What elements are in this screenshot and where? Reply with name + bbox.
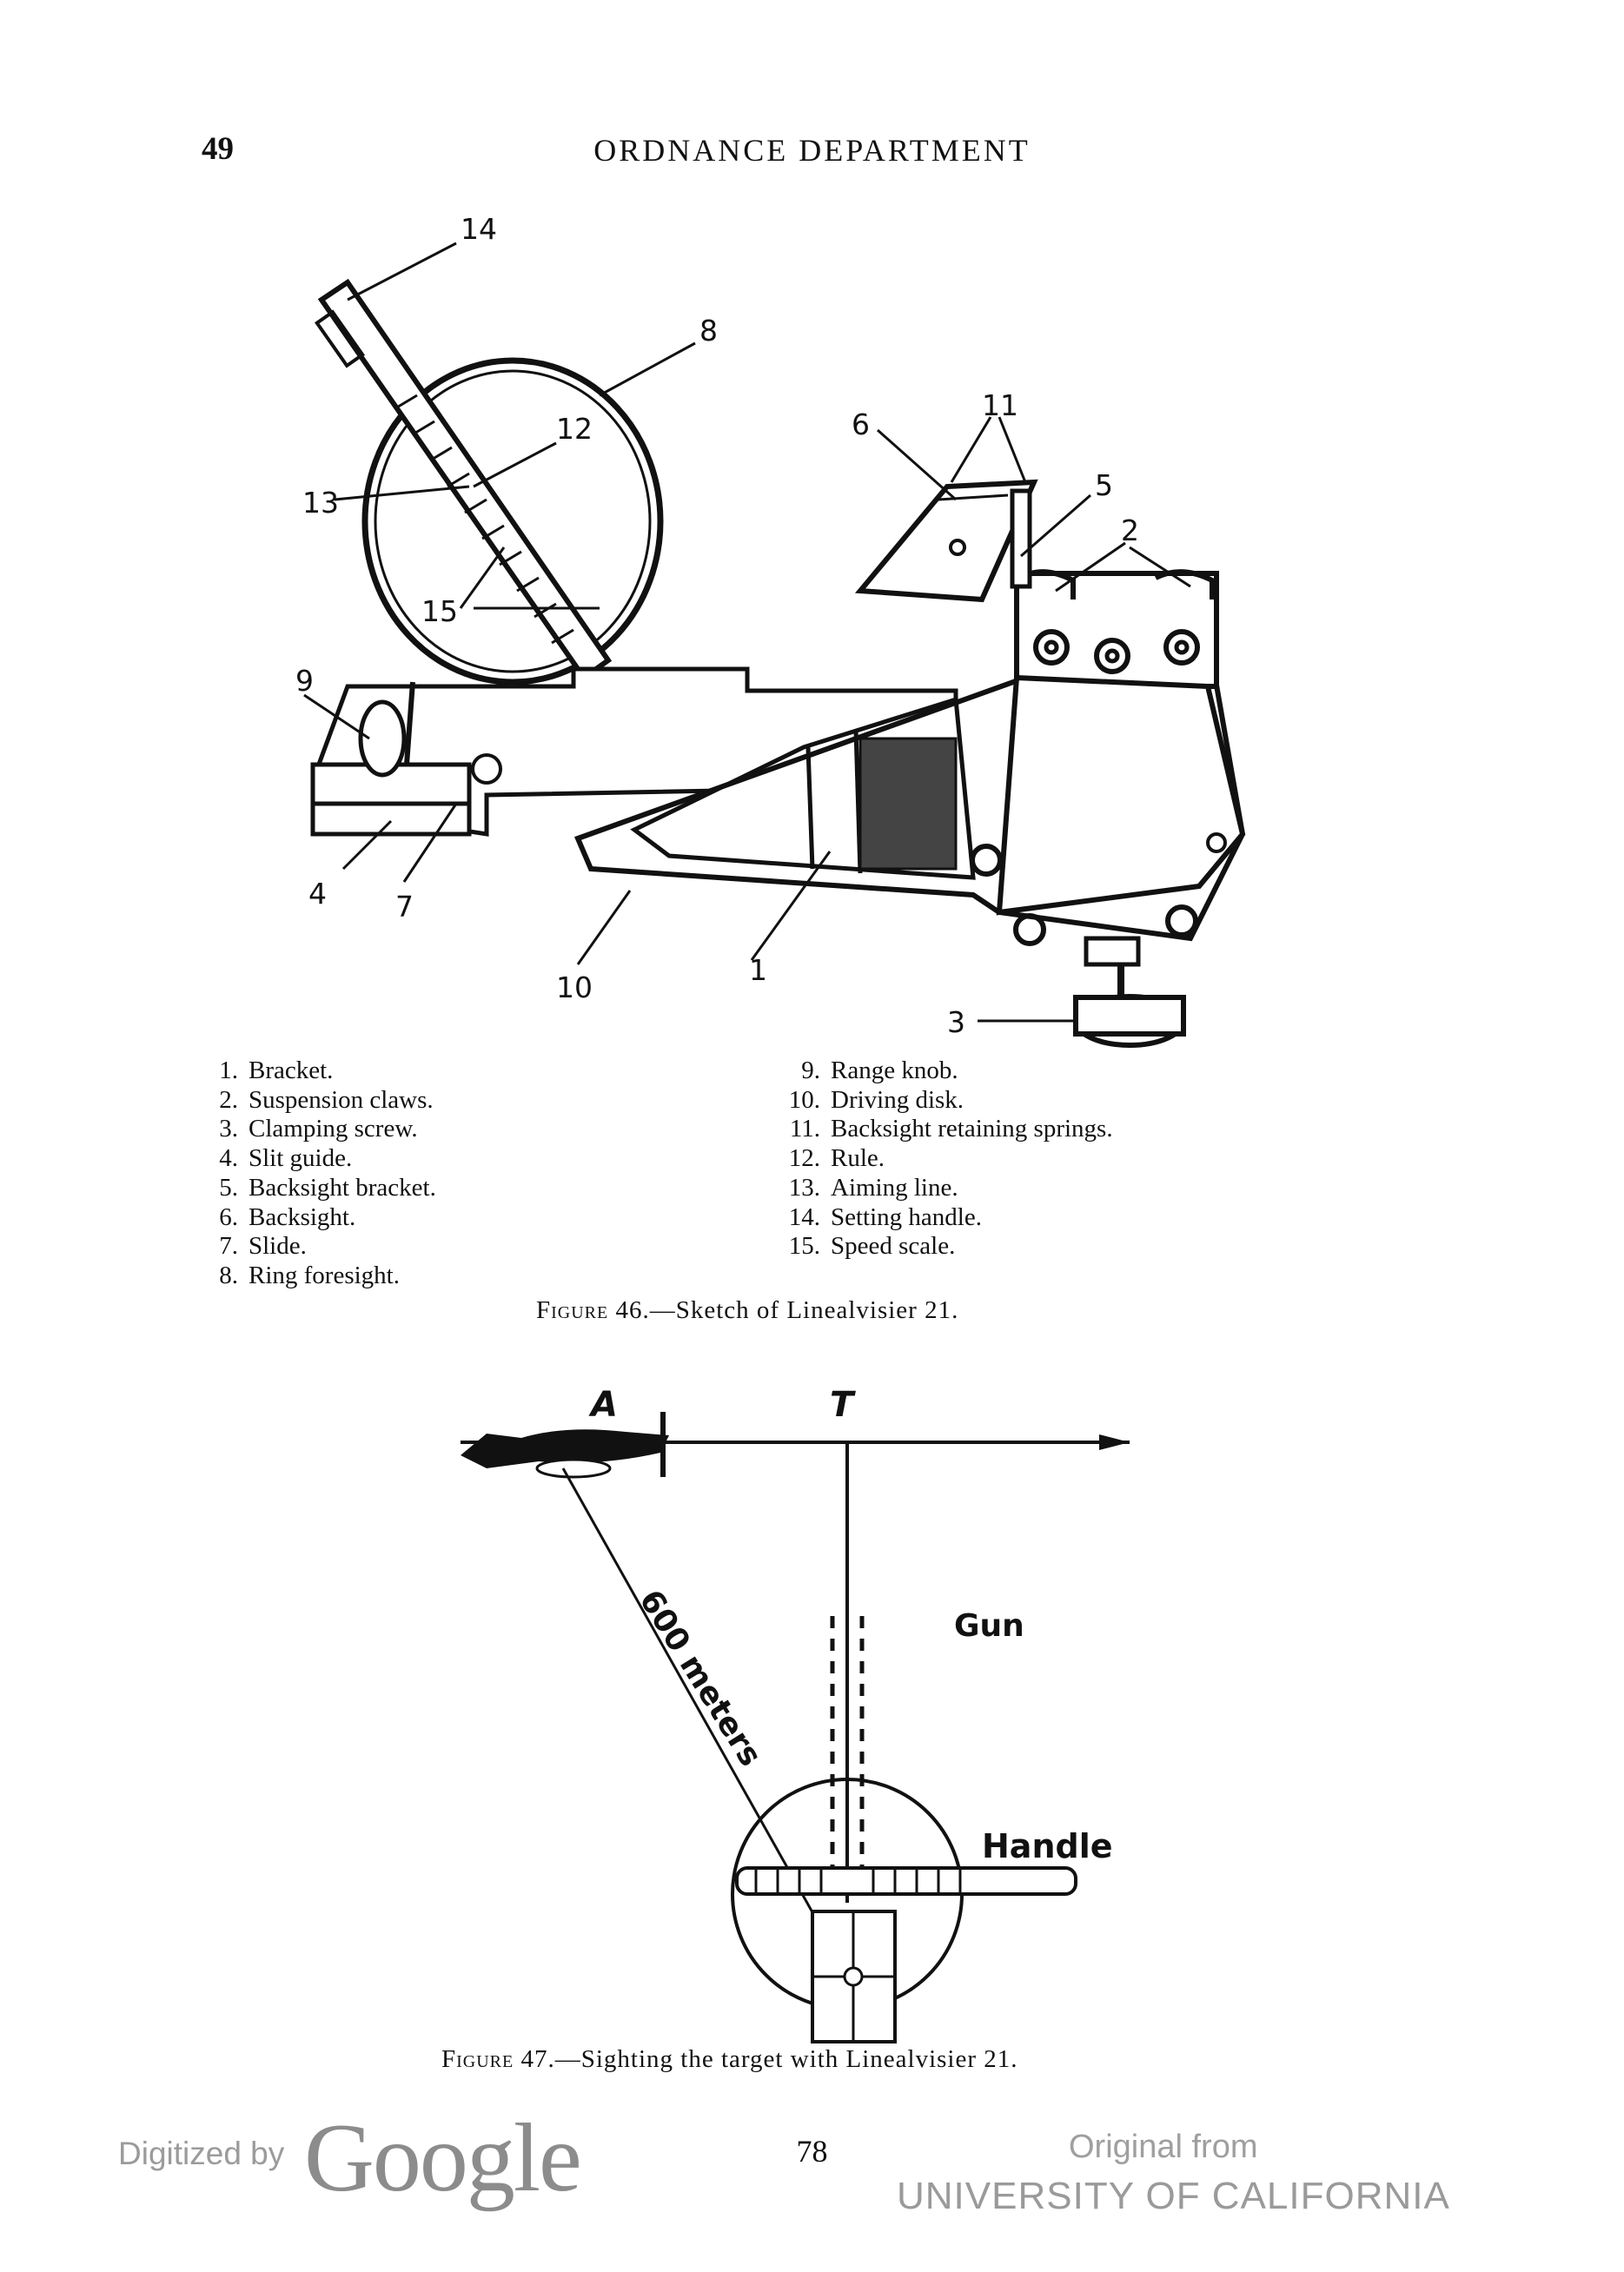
list-item: 1.Bracket. xyxy=(219,1057,334,1084)
setting-handle xyxy=(317,278,613,682)
figure-47-labels: A T 600 meters Gun Handle xyxy=(588,1385,1113,1865)
label-a: A xyxy=(588,1385,618,1425)
figure-46-caption: Figure 46.—Sketch of Linealvisier 21. xyxy=(536,1296,959,1324)
list-item: 9.Range knob. xyxy=(801,1057,958,1084)
list-item: 6.Backsight. xyxy=(219,1202,356,1231)
callout-7: 7 xyxy=(395,890,414,924)
list-item: 14.Setting handle. xyxy=(788,1202,982,1231)
callout-11: 11 xyxy=(982,388,1018,422)
callout-9: 9 xyxy=(295,664,314,698)
aircraft-silhouette xyxy=(461,1429,669,1468)
original-from-text: Original from xyxy=(1069,2129,1258,2165)
list-item: 15.Speed scale. xyxy=(788,1232,956,1261)
callout-10: 10 xyxy=(556,970,593,1004)
handle-bar xyxy=(735,1866,1077,1896)
university-text: UNIVERSITY OF CALIFORNIA xyxy=(897,2175,1450,2217)
list-item: 7.Slide. xyxy=(219,1232,307,1261)
callout-6: 6 xyxy=(852,407,870,441)
parts-list-left: 1.Bracket. 2.Suspension claws. 3.Clampin… xyxy=(200,1057,436,1291)
callout-2: 2 xyxy=(1121,513,1139,547)
figure-46-callouts: 14 8 12 13 15 6 11 5 2 9 4 7 10 1 3 xyxy=(295,212,1139,1039)
callout-4: 4 xyxy=(308,877,327,911)
label-600-meters: 600 meters xyxy=(632,1584,768,1772)
page-number: 49 xyxy=(202,131,234,167)
list-item: 5.Backsight bracket. xyxy=(219,1173,436,1202)
list-item: 12.Rule. xyxy=(788,1144,885,1173)
callout-3: 3 xyxy=(947,1005,965,1039)
figure-47-caption: Figure 47.—Sighting the target with Line… xyxy=(441,2045,1018,2073)
label-gun: Gun xyxy=(954,1608,1024,1644)
list-item: 8.Ring foresight. xyxy=(219,1261,400,1289)
google-logo: Google xyxy=(304,2104,582,2212)
callout-15: 15 xyxy=(421,594,458,628)
linealvisier-drawing xyxy=(303,242,1246,1048)
callout-1: 1 xyxy=(749,953,767,987)
list-item: 3.Clamping screw. xyxy=(219,1115,418,1143)
label-handle: Handle xyxy=(982,1827,1113,1865)
folio: 78 xyxy=(796,2134,828,2169)
callout-12: 12 xyxy=(556,412,593,446)
parts-list-right: 9.Range knob. 10.Driving disk. 11.Backsi… xyxy=(782,1057,1113,1262)
label-t: T xyxy=(830,1385,856,1425)
list-item: 2.Suspension claws. xyxy=(219,1085,434,1114)
list-item: 13.Aiming line. xyxy=(788,1173,958,1202)
list-item: 11.Backsight retaining springs. xyxy=(789,1115,1113,1143)
callout-5: 5 xyxy=(1095,468,1113,502)
digitized-by-text: Digitized by xyxy=(118,2136,285,2171)
running-head: ORDNANCE DEPARTMENT xyxy=(593,133,1031,168)
list-item: 10.Driving disk. xyxy=(788,1085,964,1114)
callout-8: 8 xyxy=(699,314,718,348)
ring-foresight xyxy=(361,357,664,686)
callout-13: 13 xyxy=(302,486,339,520)
callout-14: 14 xyxy=(461,212,497,246)
figure-47-diagram xyxy=(461,1412,1130,2043)
list-item: 4.Slit guide. xyxy=(219,1144,353,1173)
